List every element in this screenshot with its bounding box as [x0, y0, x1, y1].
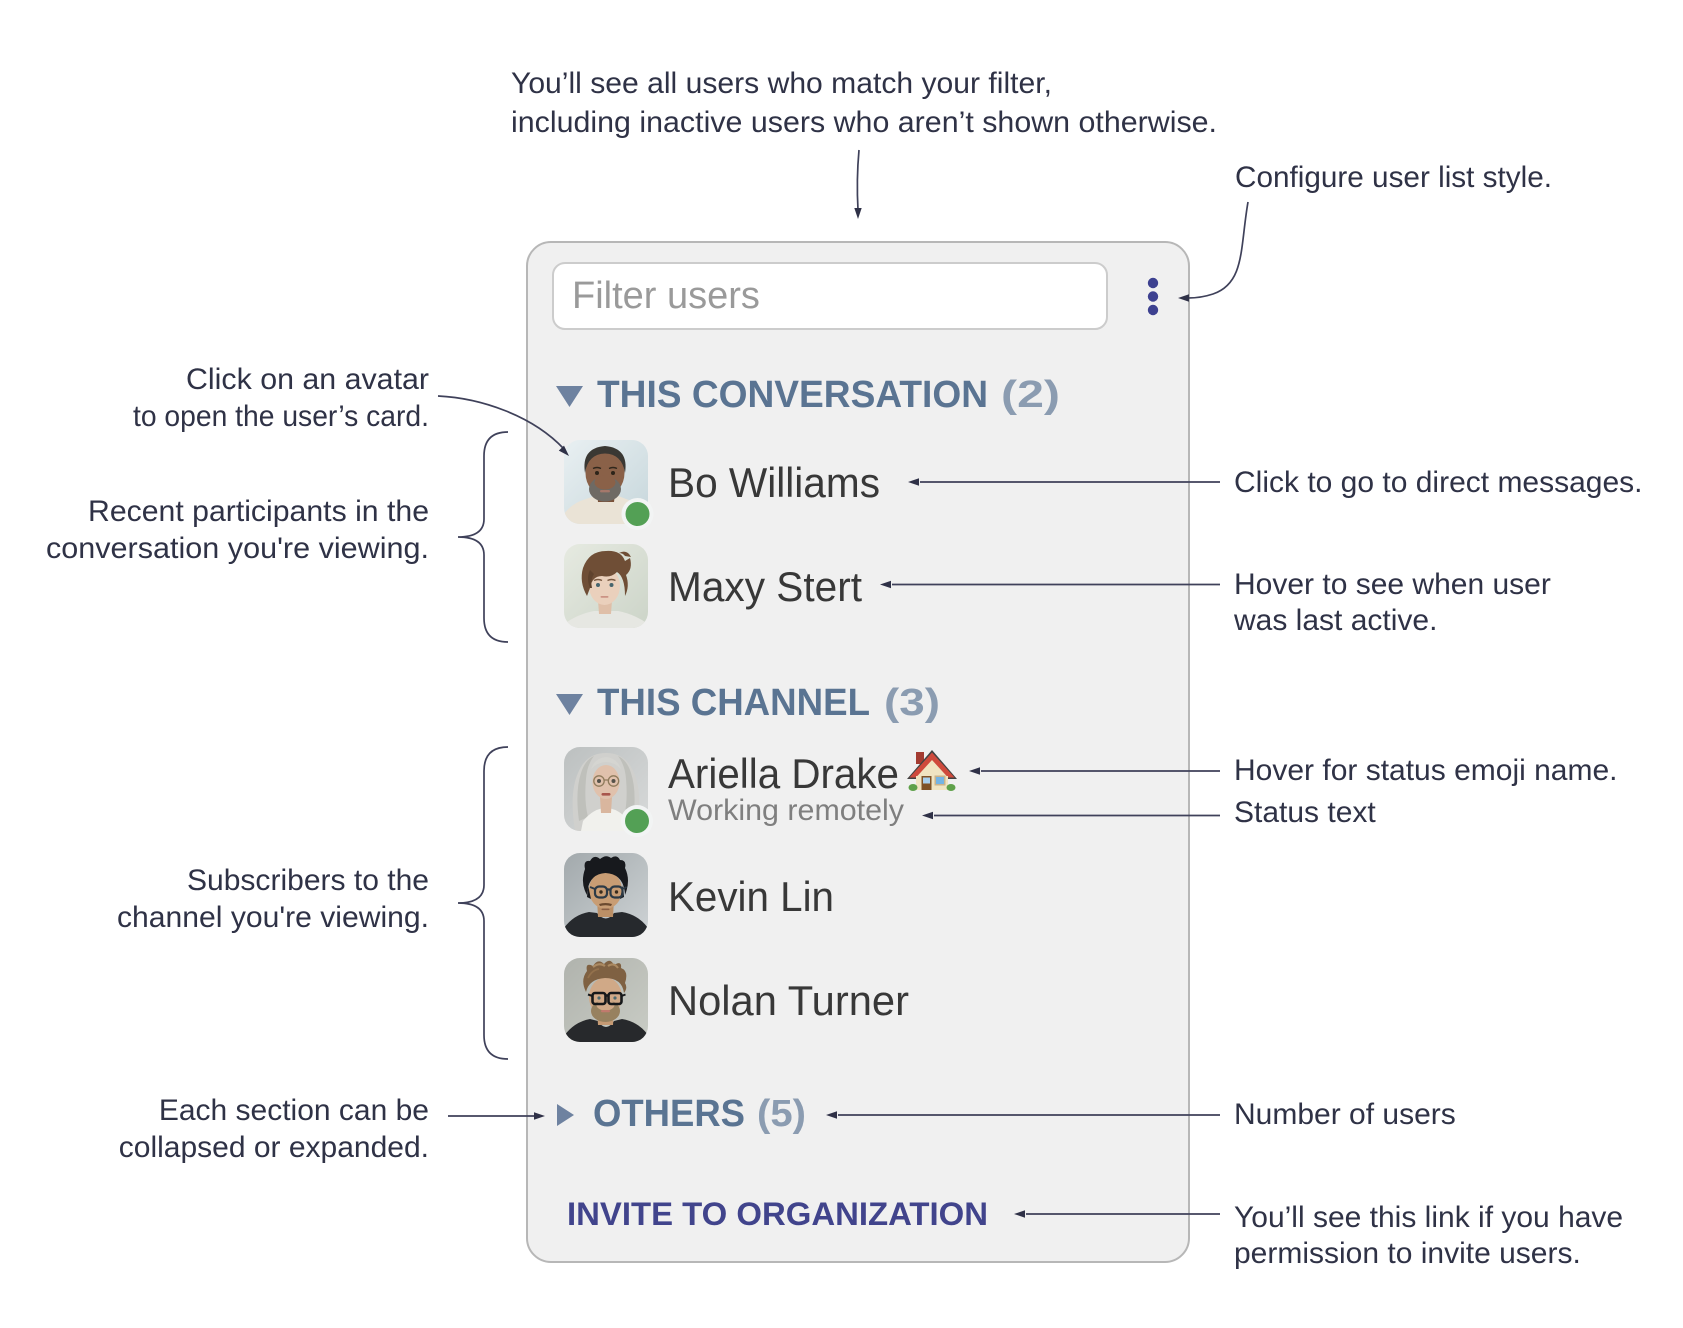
- svg-text:Kevin Lin: Kevin Lin: [668, 873, 834, 920]
- svg-text:Maxy Stert: Maxy Stert: [668, 563, 862, 610]
- svg-text:Status text: Status text: [1234, 796, 1376, 829]
- svg-text:Hover to see when user: Hover to see when user: [1234, 568, 1551, 601]
- svg-text:Working remotely: Working remotely: [668, 794, 904, 827]
- svg-text:(5): (5): [757, 1093, 806, 1135]
- svg-text:Configure user list style.: Configure user list style.: [1235, 161, 1552, 194]
- svg-text:Ariella Drake: Ariella Drake: [668, 750, 899, 797]
- svg-text:Bo Williams: Bo Williams: [668, 459, 880, 506]
- svg-text:Click on an avatar: Click on an avatar: [186, 363, 429, 396]
- svg-text:Click to go to direct messages: Click to go to direct messages.: [1234, 466, 1643, 499]
- svg-text:Hover for status emoji name.: Hover for status emoji name.: [1234, 754, 1617, 787]
- svg-text:(2): (2): [1001, 374, 1060, 416]
- svg-text:to open the user’s card.: to open the user’s card.: [133, 400, 429, 433]
- svg-text:OTHERS: OTHERS: [593, 1093, 745, 1135]
- svg-text:Each section can be: Each section can be: [159, 1094, 429, 1127]
- svg-text:You’ll see all users who match: You’ll see all users who match your filt…: [511, 67, 1052, 100]
- svg-text:You’ll see this link if you ha: You’ll see this link if you have: [1234, 1201, 1623, 1234]
- svg-text:Filter users: Filter users: [572, 275, 760, 317]
- svg-text:was last active.: was last active.: [1233, 604, 1437, 637]
- svg-text:Nolan Turner: Nolan Turner: [668, 977, 909, 1024]
- svg-text:Recent participants in the: Recent participants in the: [88, 495, 429, 528]
- svg-text:channel you're viewing.: channel you're viewing.: [117, 901, 429, 934]
- svg-text:THIS CHANNEL: THIS CHANNEL: [597, 682, 870, 724]
- svg-text:INVITE TO ORGANIZATION: INVITE TO ORGANIZATION: [567, 1196, 988, 1232]
- svg-text:(3): (3): [884, 682, 940, 724]
- svg-text:Subscribers to the: Subscribers to the: [187, 864, 429, 897]
- svg-text:Number of users: Number of users: [1234, 1098, 1456, 1131]
- svg-text:collapsed or expanded.: collapsed or expanded.: [119, 1131, 429, 1164]
- svg-text:including inactive users who a: including inactive users who aren’t show…: [511, 106, 1217, 139]
- svg-text:permission to invite users.: permission to invite users.: [1234, 1237, 1581, 1270]
- svg-text:conversation you're viewing.: conversation you're viewing.: [46, 532, 429, 565]
- svg-text:THIS CONVERSATION: THIS CONVERSATION: [597, 374, 988, 416]
